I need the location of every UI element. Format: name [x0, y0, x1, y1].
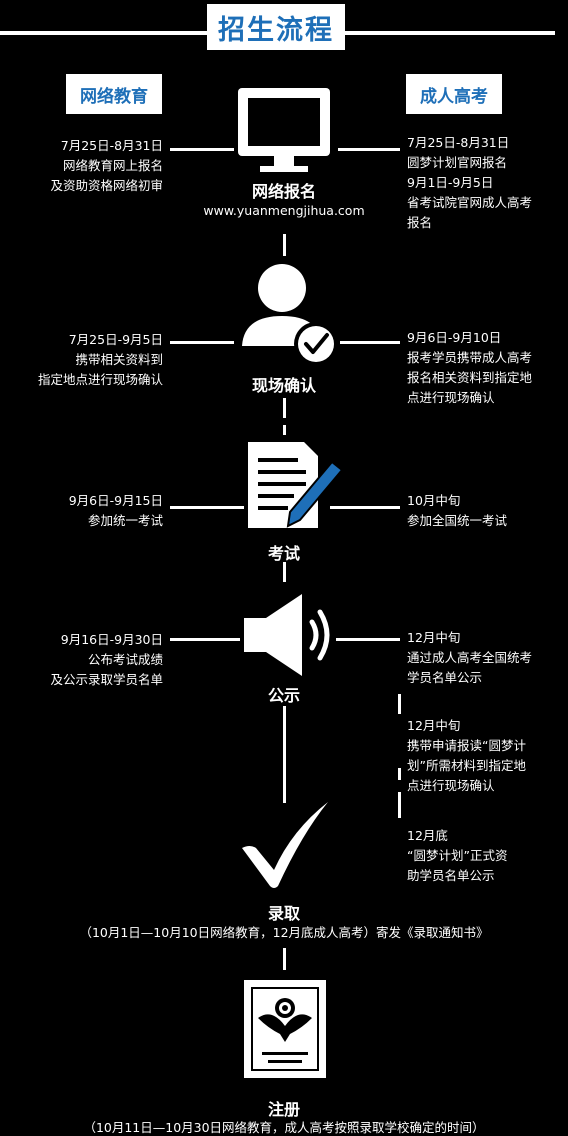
tag-adult-exam: 成人高考 [406, 74, 502, 114]
step4-right-text-3: 12月底 “圆梦计划”正式资 助学员名单公示 [407, 828, 508, 883]
connector [283, 562, 286, 582]
step-name-registration: 网络报名 [251, 182, 316, 201]
connector [283, 234, 286, 256]
step-name-admission: 录取 [267, 904, 300, 923]
h-line-right-1 [338, 148, 400, 151]
step3-right-text: 10月中旬 参加全国统一考试 [407, 493, 508, 528]
user-check-icon [242, 264, 338, 366]
step4-right-text: 12月中旬 通过成人高考全国统考 学员名单公示 [407, 630, 533, 685]
h-line-left-4 [170, 638, 240, 641]
connector-right [398, 792, 401, 818]
document-pen-icon [248, 442, 344, 528]
connector [283, 948, 286, 970]
step-name-confirmation: 现场确认 [251, 376, 316, 395]
title-line-left [0, 31, 207, 35]
tag-online-education: 网络教育 [66, 74, 162, 114]
step1-left-text: 7月25日-8月31日 网络教育网上报名 及资助资格网络初审 [50, 138, 163, 193]
certificate-icon [244, 980, 326, 1078]
connector-right [398, 768, 401, 780]
h-line-right-4 [336, 638, 400, 641]
step2-right-text: 9月6日-9月10日 报考学员携带成人高考 报名相关资料到指定地 点进行现场确认 [407, 330, 533, 405]
checkmark-icon [242, 802, 328, 888]
step4-right-text-2: 12月中旬 携带申请报读“圆梦计 划”所需材料到指定地 点进行现场确认 [407, 718, 526, 793]
speaker-icon [244, 594, 330, 676]
admission-note: （10月1日—10月10日网络教育，12月底成人高考）寄发《录取通知书》 [79, 925, 489, 940]
connector [283, 706, 286, 803]
connector [283, 425, 286, 435]
h-line-left-2 [170, 341, 234, 344]
h-line-right-3 [330, 506, 400, 509]
step-url: www.yuanmengjihua.com [203, 203, 365, 218]
h-line-left-3 [170, 506, 244, 509]
enrollment-note: （10月11日—10月30日网络教育，成人高考按照录取学校确定的时间） [83, 1120, 485, 1135]
step1-right-text: 7月25日-8月31日 圆梦计划官网报名 9月1日-9月5日 省考试院官网成人高… [407, 135, 533, 230]
step3-left-text: 9月6日-9月15日 参加统一考试 [68, 493, 163, 528]
h-line-right-2 [340, 341, 400, 344]
monitor-icon [238, 88, 330, 172]
page-title: 招生流程 [207, 4, 345, 50]
step4-left-text: 9月16日-9月30日 公布考试成绩 及公示录取学员名单 [50, 632, 163, 687]
step-name-exam: 考试 [267, 544, 300, 563]
h-line-left-1 [170, 148, 234, 151]
step-name-enrollment: 注册 [267, 1100, 300, 1119]
step-name-publicity: 公示 [267, 686, 300, 705]
title-line-right [345, 31, 555, 35]
step2-left-text: 7月25日-9月5日 携带相关资料到 指定地点进行现场确认 [37, 332, 163, 387]
connector [283, 398, 286, 418]
connector-right [398, 694, 401, 714]
